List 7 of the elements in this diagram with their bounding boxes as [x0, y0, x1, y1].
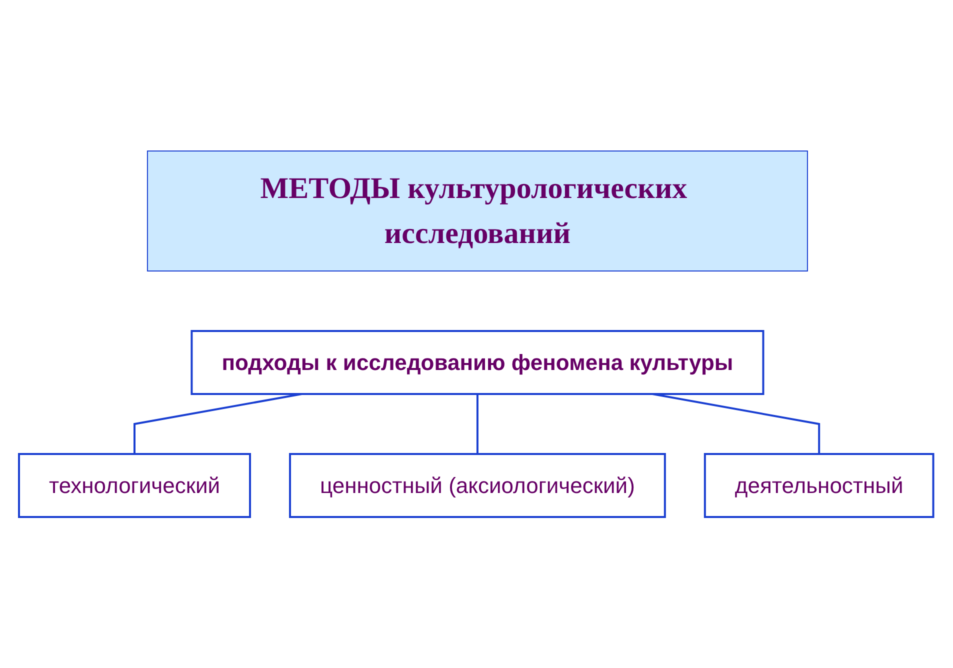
node-box: технологический: [18, 453, 252, 518]
node-box: МЕТОДЫ культурологических исследований: [147, 150, 808, 272]
node-box: подходы к исследованию феномена культуры: [191, 330, 765, 395]
connector: [652, 393, 820, 454]
node-box: ценностный (аксиологический): [289, 453, 666, 518]
connector: [476, 394, 479, 454]
node-box: деятельностный: [704, 453, 935, 518]
